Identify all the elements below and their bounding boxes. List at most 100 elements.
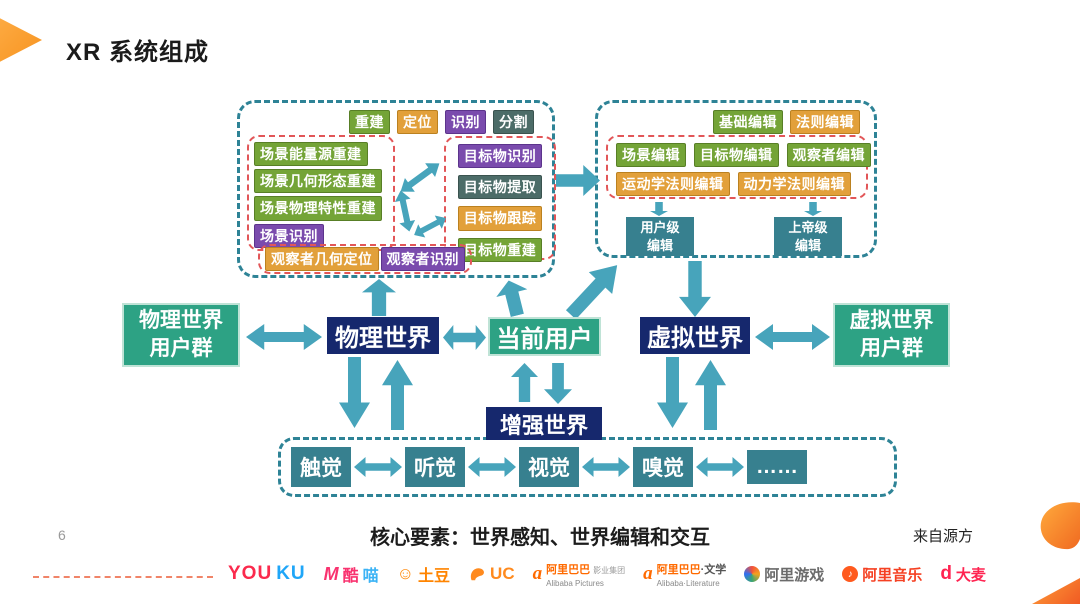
literature-en: Alibaba·Literature — [656, 578, 720, 588]
arrow-augmented-to-current — [511, 363, 538, 402]
uc-squirrel-icon — [470, 568, 485, 581]
target-item: 目标物提取 — [457, 175, 543, 200]
editing-tags-row: 基础编辑 法则编辑 — [713, 110, 860, 135]
observer-group-box: 观察者几何定位 观察者识别 — [258, 244, 472, 274]
tag-locate: 定位 — [397, 110, 438, 135]
target-item: 目标物识别 — [457, 144, 543, 169]
tudou-text: 土豆 — [418, 568, 451, 585]
logo-alibaba-literature: a 阿里巴巴·文学 Alibaba·Literature — [643, 560, 726, 588]
arrow-physical-users — [246, 324, 322, 350]
orange-chevron-icon — [0, 10, 42, 70]
physical-users-box: 物理世界 用户群 — [122, 303, 240, 367]
kumiao-red-text: 酷 — [342, 568, 359, 585]
cycle-arrow — [396, 157, 445, 199]
logo-youku: YOU KU — [228, 563, 306, 585]
physical-world-box: 物理世界 — [327, 317, 439, 354]
sense-arrow — [696, 457, 744, 477]
virtual-world-box: 虚拟世界 — [640, 317, 750, 354]
scene-item: 场景物理特性重建 — [254, 196, 382, 221]
sense-smell: 嗅觉 — [633, 447, 693, 487]
literature-cn2: ·文学 — [700, 564, 727, 577]
tag-basic-edit: 基础编辑 — [713, 110, 783, 135]
edit-group-box: 场景编辑 目标物编辑 观察者编辑 运动学法则编辑 动力学法则编辑 — [606, 135, 871, 199]
edit-row: 场景编辑 目标物编辑 观察者编辑 — [616, 143, 871, 168]
kumiao-m-icon: M — [323, 563, 339, 584]
arrow-to-god-level — [804, 202, 822, 216]
perception-panel: 重建 定位 识别 分割 场景能量源重建 场景几何形态重建 场景物理特性重建 场景… — [237, 100, 556, 278]
logo-ali-games: 阿里游戏 — [744, 564, 824, 585]
sense-touch: 触觉 — [291, 447, 351, 487]
footer-caption: 核心要素：世界感知、世界编辑和交互 — [370, 527, 710, 549]
logo-tudou: ☺ 土豆 — [397, 562, 450, 586]
source-note: 来自源方 — [913, 528, 974, 545]
sense-vision: 视觉 — [519, 447, 579, 487]
tudou-smiley-icon: ☺ — [396, 564, 415, 583]
current-user-box: 当前用户 — [488, 317, 601, 356]
arrow-physical-to-senses — [339, 357, 370, 428]
edit-item: 观察者编辑 — [786, 143, 871, 168]
rule-row: 运动学法则编辑 动力学法则编辑 — [616, 172, 858, 197]
perception-tags-row: 重建 定位 识别 分割 — [349, 110, 534, 135]
page-number: 6 — [58, 527, 66, 543]
tag-segment: 分割 — [493, 110, 534, 135]
alibaba-literature-text: 阿里巴巴·文学 Alibaba·Literature — [657, 560, 727, 588]
damai-d-icon: d — [940, 563, 952, 584]
pictures-cn-small: 影业集团 — [593, 566, 626, 576]
observer-item: 观察者几何定位 — [265, 246, 379, 272]
ali-games-ball-icon — [744, 566, 761, 582]
flame-fin-icon — [1040, 502, 1080, 550]
ali-music-icon: ♪ — [842, 566, 859, 582]
arrow-virtual-users — [755, 324, 830, 350]
scene-item: 场景识别 — [254, 223, 324, 248]
scene-item: 场景能量源重建 — [254, 142, 368, 167]
ali-music-text: 阿里音乐 — [862, 566, 923, 584]
tag-rebuild: 重建 — [349, 110, 390, 135]
virtual-users-box: 虚拟世界 用户群 — [833, 303, 950, 367]
arrow-physical-current — [443, 325, 486, 350]
kumiao-blue-text: 喵 — [362, 568, 379, 585]
edit-item: 场景编辑 — [616, 143, 686, 168]
alibaba-a-icon: a — [643, 562, 653, 584]
partner-logo-bar: YOU KU M 酷 喵 ☺ 土豆 UC a 阿里巴巴影业集团 Alibaba … — [228, 556, 986, 592]
user-level-edit-box: 用户级 编辑 — [626, 217, 694, 256]
scene-group-box: 场景能量源重建 场景几何形态重建 场景物理特性重建 场景识别 — [247, 135, 395, 251]
editing-panel: 基础编辑 法则编辑 场景编辑 目标物编辑 观察者编辑 运动学法则编辑 动力学法则… — [595, 100, 877, 258]
arrow-senses-to-virtual — [695, 360, 726, 430]
god-level-edit-box: 上帝级 编辑 — [774, 217, 842, 256]
logo-ali-music: ♪ 阿里音乐 — [842, 564, 922, 585]
cycle-arrow — [393, 189, 417, 233]
augmented-world-box: 增强世界 — [486, 407, 602, 440]
tag-recognize: 识别 — [445, 110, 486, 135]
page-title: XR 系统组成 — [66, 39, 210, 66]
arrow-current-to-augmented — [544, 363, 572, 404]
sense-arrow — [354, 457, 402, 477]
alibaba-pictures-text: 阿里巴巴影业集团 Alibaba Pictures — [546, 560, 625, 588]
senses-row: 触觉 听觉 视觉 嗅觉 …… — [291, 445, 807, 489]
uc-text: UC — [490, 564, 515, 583]
arrow-senses-to-physical — [382, 360, 413, 430]
sense-arrow — [582, 457, 630, 477]
logo-kumiao: M 酷 喵 — [324, 562, 379, 586]
arrow-physical-to-perception — [362, 279, 396, 316]
youku-blue-text: KU — [276, 563, 306, 584]
youku-red-text: YOU — [228, 563, 273, 584]
pictures-en: Alibaba Pictures — [546, 578, 604, 588]
edit-item: 目标物编辑 — [694, 143, 779, 168]
damai-text: 大麦 — [955, 566, 986, 584]
arrow-current-to-perception — [493, 277, 533, 320]
tag-rule-edit: 法则编辑 — [790, 110, 860, 135]
sense-arrow — [468, 457, 516, 477]
logo-alibaba-pictures: a 阿里巴巴影业集团 Alibaba Pictures — [533, 560, 626, 588]
arrow-virtual-to-senses — [657, 357, 688, 428]
literature-cn: 阿里巴巴 — [656, 564, 701, 577]
arrow-current-to-editing — [559, 254, 629, 326]
rule-item: 动力学法则编辑 — [737, 172, 851, 197]
pictures-cn: 阿里巴巴 — [546, 564, 591, 577]
corner-flame-icon — [1032, 578, 1080, 604]
sense-ellipsis: …… — [747, 450, 807, 484]
target-group-box: 目标物识别 目标物提取 目标物跟踪 目标物重建 — [444, 136, 556, 262]
cycle-arrows-icon — [392, 159, 448, 247]
sense-hearing: 听觉 — [405, 447, 465, 487]
rule-item: 运动学法则编辑 — [616, 172, 730, 197]
